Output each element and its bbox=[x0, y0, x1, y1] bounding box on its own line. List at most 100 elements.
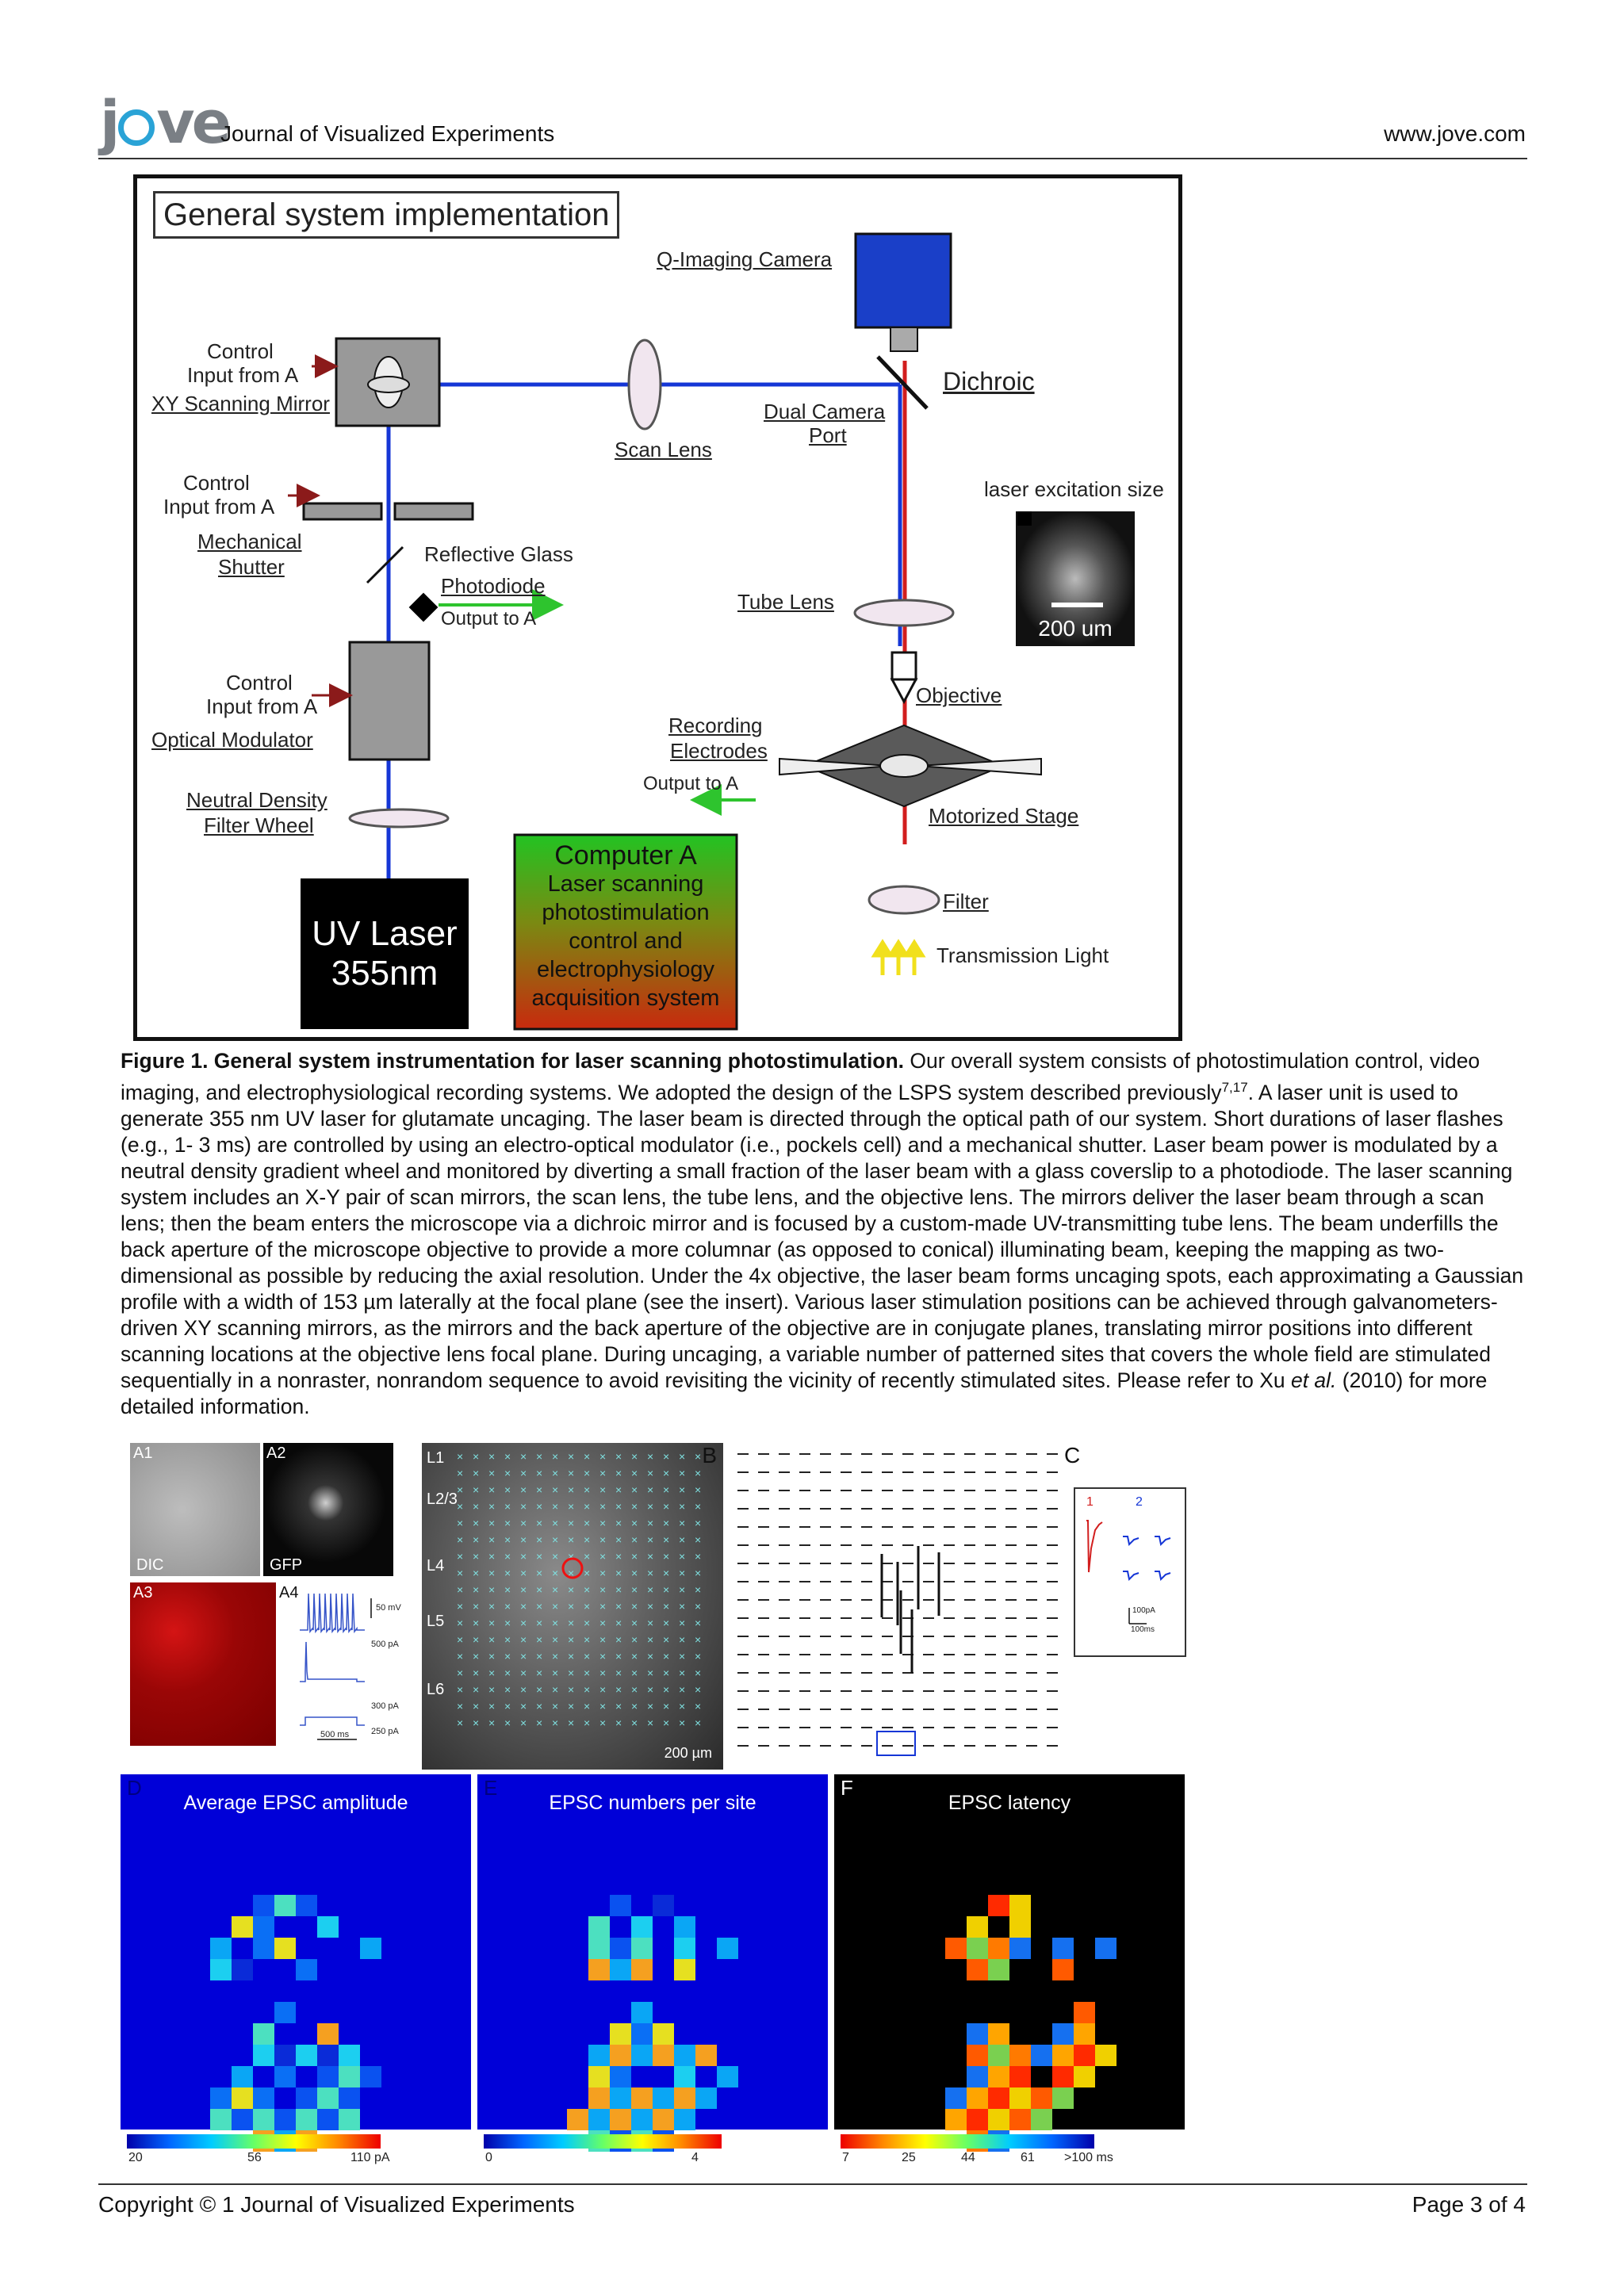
stimulation-site: × bbox=[536, 1500, 542, 1513]
stimulation-site: × bbox=[473, 1650, 479, 1663]
heatmap-cell bbox=[1095, 2045, 1116, 2066]
stimulation-site: × bbox=[504, 1483, 511, 1496]
heatmap-cell bbox=[653, 2023, 674, 2045]
heatmap-cell bbox=[317, 2109, 339, 2130]
stimulation-site: × bbox=[520, 1450, 527, 1463]
stimulation-site: × bbox=[520, 1667, 527, 1679]
heatmap-cell bbox=[945, 2109, 967, 2130]
stimulation-site: × bbox=[647, 1633, 653, 1646]
stimulation-site: × bbox=[473, 1716, 479, 1729]
heatmap-cell bbox=[567, 2109, 588, 2130]
heatmap-cell bbox=[274, 1938, 296, 1959]
panel-c-label: C bbox=[1064, 1443, 1081, 1468]
heatmap-cell bbox=[1052, 1938, 1074, 1959]
stimulation-site: × bbox=[599, 1467, 606, 1479]
photodiode-label: Photodiode bbox=[441, 574, 546, 598]
colorbar-d bbox=[127, 2134, 381, 2149]
stimulation-site: × bbox=[488, 1567, 495, 1579]
stimulation-site: × bbox=[473, 1567, 479, 1579]
stimulation-site: × bbox=[504, 1617, 511, 1629]
nd-filter-label-1: Neutral Density bbox=[186, 788, 327, 812]
heatmap-cell bbox=[1031, 2045, 1052, 2066]
heatmap-cell bbox=[232, 1959, 253, 1980]
heatmap-cell bbox=[967, 2045, 988, 2066]
heatmap-cell bbox=[339, 2087, 360, 2109]
heatmap-cell bbox=[274, 1895, 296, 1916]
heatmap-cell bbox=[1009, 1916, 1031, 1938]
stimulation-site: × bbox=[695, 1716, 701, 1729]
stimulation-site: × bbox=[473, 1600, 479, 1613]
colorbar-tick: >100 ms bbox=[1064, 2151, 1113, 2164]
stimulation-site: × bbox=[584, 1633, 590, 1646]
heatmap-cell bbox=[232, 2066, 253, 2087]
stimulation-site: × bbox=[679, 1500, 685, 1513]
colorbar-tick: 44 bbox=[961, 2151, 975, 2164]
stimulation-site: × bbox=[695, 1667, 701, 1679]
stimulation-site: × bbox=[695, 1650, 701, 1663]
stimulation-site: × bbox=[599, 1450, 606, 1463]
heatmap-cell bbox=[631, 1959, 653, 1980]
scan-lens-label: Scan Lens bbox=[615, 438, 712, 461]
stimulation-site: × bbox=[552, 1716, 558, 1729]
stimulation-site: × bbox=[679, 1550, 685, 1563]
stimulation-site: × bbox=[599, 1683, 606, 1696]
heatmap-cell bbox=[610, 2023, 631, 2045]
stimulation-site: × bbox=[663, 1450, 669, 1463]
heatmap-cell bbox=[674, 1959, 695, 1980]
stimulation-site: × bbox=[568, 1650, 574, 1663]
stimulation-site: × bbox=[488, 1700, 495, 1712]
heatmap-cell bbox=[631, 2023, 653, 2045]
stimulation-site: × bbox=[679, 1517, 685, 1529]
stimulation-site: × bbox=[584, 1650, 590, 1663]
heatmap-cell bbox=[360, 1938, 381, 1959]
stimulation-site: × bbox=[473, 1700, 479, 1712]
heatmap-cell bbox=[967, 2087, 988, 2109]
caption-text-2: . A laser unit is used to generate 355 n… bbox=[121, 1080, 1524, 1392]
stimulation-site: × bbox=[568, 1517, 574, 1529]
heatmap-cell bbox=[653, 2087, 674, 2109]
heatmap-cell bbox=[1009, 2087, 1031, 2109]
stimulation-site: × bbox=[457, 1450, 463, 1463]
heatmap-cell bbox=[988, 2066, 1009, 2087]
stimulation-site: × bbox=[599, 1483, 606, 1496]
heatmap-cell bbox=[717, 2066, 738, 2087]
stimulation-site: × bbox=[568, 1483, 574, 1496]
heatmap-cell bbox=[317, 2066, 339, 2087]
stimulation-site: × bbox=[552, 1567, 558, 1579]
stimulation-site: × bbox=[663, 1567, 669, 1579]
stimulation-site: × bbox=[599, 1550, 606, 1563]
stimulation-site: × bbox=[695, 1450, 701, 1463]
stimulation-site: × bbox=[615, 1567, 622, 1579]
heatmap-cell bbox=[674, 1938, 695, 1959]
dichroic-label: Dichroic bbox=[943, 367, 1035, 396]
stimulation-site: × bbox=[536, 1683, 542, 1696]
stimulation-site: × bbox=[504, 1700, 511, 1712]
computer-a-line: Computer A bbox=[554, 840, 697, 871]
stimulation-site: × bbox=[584, 1667, 590, 1679]
layer-label: L4 bbox=[427, 1557, 445, 1575]
stimulation-site: × bbox=[631, 1567, 638, 1579]
stimulation-site: × bbox=[457, 1600, 463, 1613]
heatmap-cell bbox=[232, 2087, 253, 2109]
heatmap-cell bbox=[945, 1938, 967, 1959]
stimulation-site: × bbox=[504, 1467, 511, 1479]
highlighted-site-2 bbox=[876, 1731, 916, 1756]
heatmap-cell bbox=[631, 2087, 653, 2109]
heatmap-cell bbox=[1095, 1938, 1116, 1959]
recording-label-2: Electrodes bbox=[670, 739, 768, 763]
stimulation-site: × bbox=[457, 1483, 463, 1496]
stimulation-site: × bbox=[473, 1467, 479, 1479]
stimulation-site: × bbox=[615, 1650, 622, 1663]
stimulation-site: × bbox=[615, 1517, 622, 1529]
stimulation-site: × bbox=[488, 1633, 495, 1646]
heatmap-cell bbox=[1074, 2002, 1095, 2023]
stimulation-site: × bbox=[504, 1583, 511, 1596]
stimulation-site: × bbox=[520, 1583, 527, 1596]
stimulation-site: × bbox=[568, 1550, 574, 1563]
stimulation-site: × bbox=[457, 1683, 463, 1696]
stimulation-site: × bbox=[631, 1633, 638, 1646]
stimulation-site: × bbox=[584, 1567, 590, 1579]
caption-text-1: Our overall system consists of photostim… bbox=[121, 1049, 1480, 1104]
